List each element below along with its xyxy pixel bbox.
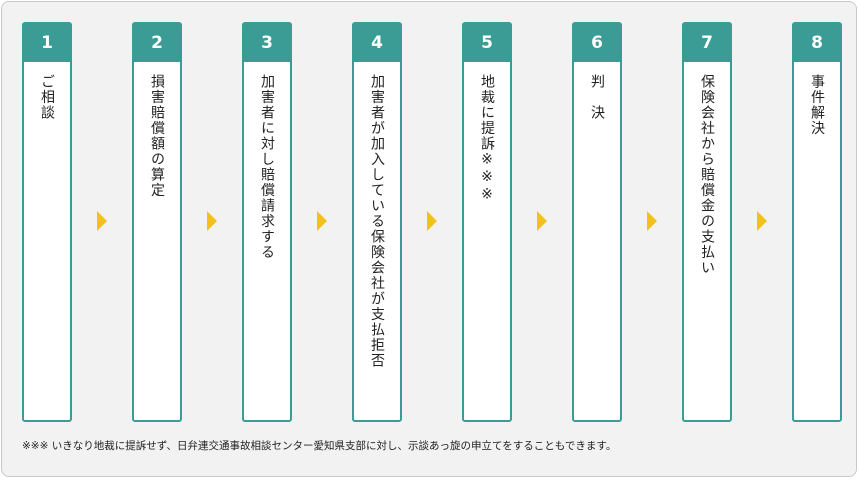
arrow-right-icon (207, 211, 217, 231)
step-8: 8 事件解決 (792, 22, 842, 422)
step-5: 5 地裁に提訴※※※ (462, 22, 512, 422)
step-2: 2 損害賠償額の算定 (132, 22, 182, 422)
arrow-right-icon (97, 211, 107, 231)
step-label: 損害賠償額の算定 (149, 74, 165, 198)
step-3: 3 加害者に対し賠償請求する (242, 22, 292, 422)
arrow-right-icon (757, 211, 767, 231)
step-number: 4 (354, 24, 400, 62)
step-label: 加害者が加入している保険会社が支払拒否 (369, 74, 385, 369)
step-7: 7 保険会社から賠償金の支払い (682, 22, 732, 422)
footnote: ※※※ いきなり地裁に提訴せず、日弁連交通事故相談センター愛知県支部に対し、示談… (22, 440, 617, 452)
step-number: 1 (24, 24, 70, 62)
step-number: 7 (684, 24, 730, 62)
step-number: 3 (244, 24, 290, 62)
step-label: 地裁に提訴※※※ (479, 74, 495, 204)
step-label: 保険会社から賠償金の支払い (699, 74, 715, 276)
step-4: 4 加害者が加入している保険会社が支払拒否 (352, 22, 402, 422)
step-number: 5 (464, 24, 510, 62)
step-label: 事件解決 (809, 74, 825, 136)
step-number: 8 (794, 24, 840, 62)
step-label: 加害者に対し賠償請求する (259, 74, 275, 260)
arrow-right-icon (647, 211, 657, 231)
step-number: 2 (134, 24, 180, 62)
step-label: 判 決 (589, 74, 605, 121)
arrow-right-icon (317, 211, 327, 231)
step-1: 1 ご相談 (22, 22, 72, 422)
step-6: 6 判 決 (572, 22, 622, 422)
arrow-right-icon (427, 211, 437, 231)
arrow-right-icon (537, 211, 547, 231)
step-number: 6 (574, 24, 620, 62)
step-label: ご相談 (39, 74, 55, 121)
